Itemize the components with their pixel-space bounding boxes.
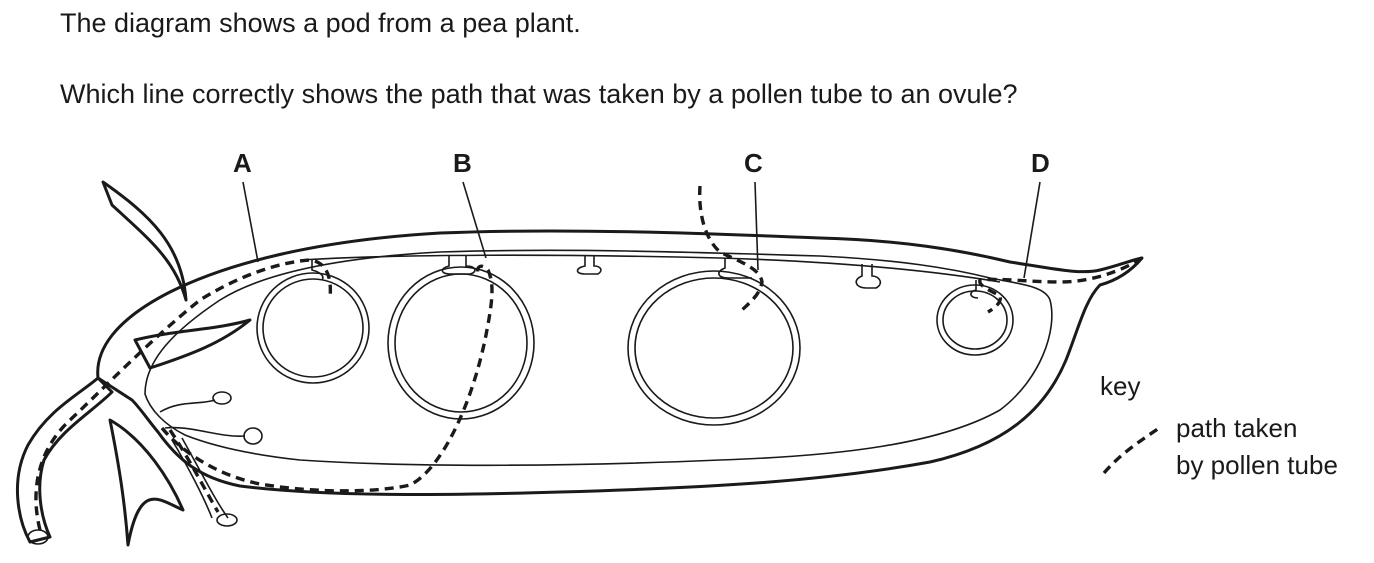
sepal-upper bbox=[101, 180, 188, 302]
path-d bbox=[978, 256, 1143, 314]
basal-ovule-3 bbox=[216, 513, 238, 527]
sepal-middle bbox=[133, 318, 252, 370]
path-c bbox=[697, 185, 764, 314]
stalk-end bbox=[27, 529, 49, 545]
leader-line-d bbox=[1023, 181, 1041, 279]
question-intro: The diagram shows a pod from a pea plant… bbox=[60, 8, 581, 38]
placenta bbox=[299, 254, 1001, 283]
key-line-1: path taken bbox=[1176, 413, 1297, 443]
leader-line-b bbox=[462, 181, 487, 259]
pod-outline bbox=[96, 229, 1144, 496]
funicle-2 bbox=[441, 256, 476, 275]
path-basal bbox=[168, 429, 220, 513]
pod-inner-wall bbox=[144, 249, 1053, 467]
sepal-lower bbox=[108, 418, 185, 547]
leader-line-c bbox=[754, 181, 759, 271]
ovule-3 bbox=[627, 270, 801, 426]
pod-stalk bbox=[16, 376, 114, 544]
funicle-3 bbox=[576, 256, 602, 275]
path-a bbox=[34, 258, 333, 531]
key-dashed-sample bbox=[1102, 424, 1163, 475]
label-a: A bbox=[233, 148, 252, 178]
key-line-2: by pollen tube bbox=[1176, 450, 1338, 480]
path-b bbox=[160, 264, 494, 493]
label-c: C bbox=[744, 148, 763, 178]
basal-strands bbox=[159, 399, 246, 519]
question-prompt: Which line correctly shows the path that… bbox=[60, 79, 1018, 109]
basal-ovule-1 bbox=[212, 391, 232, 405]
ovule-4 bbox=[936, 284, 1014, 356]
funicle-5 bbox=[855, 264, 882, 289]
funicle-4 bbox=[718, 258, 752, 279]
label-b: B bbox=[453, 148, 472, 178]
key-title: key bbox=[1100, 371, 1140, 401]
funicle-6 bbox=[970, 280, 979, 299]
leader-line-a bbox=[242, 181, 259, 263]
ovule-1 bbox=[256, 272, 370, 384]
label-d: D bbox=[1031, 148, 1050, 178]
basal-ovule-2 bbox=[243, 427, 263, 445]
ovule-2 bbox=[387, 266, 535, 420]
